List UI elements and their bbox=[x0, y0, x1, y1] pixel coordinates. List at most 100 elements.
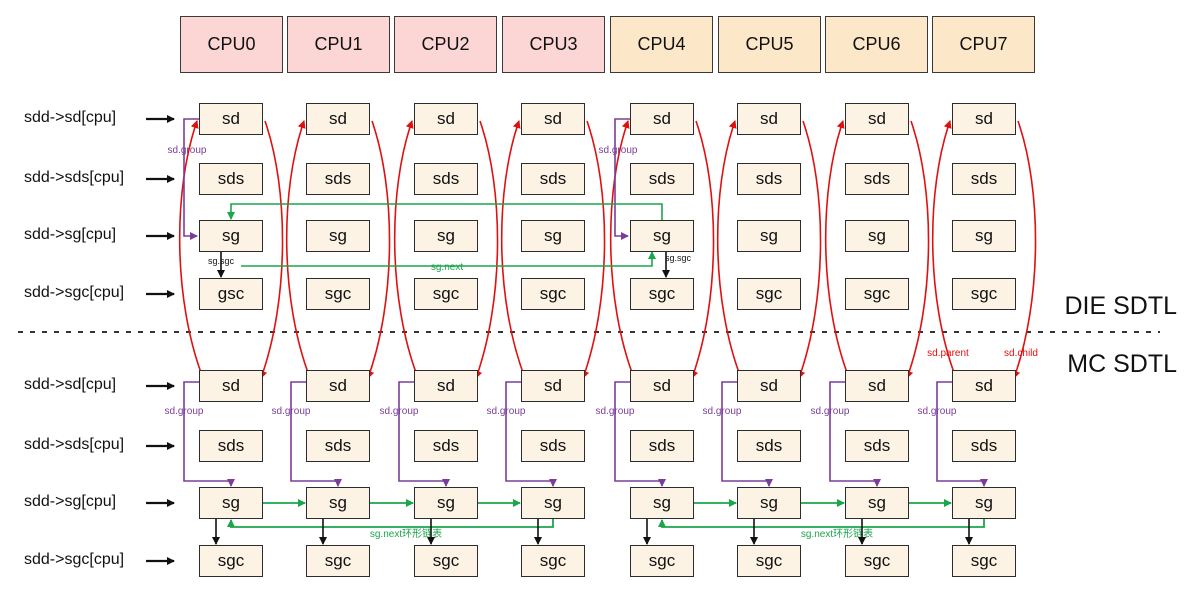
die-sd-cell-cpu1: sd bbox=[306, 103, 370, 135]
die-sg-cell-cpu5: sg bbox=[737, 220, 801, 252]
mc-sd-cell-cpu1: sd bbox=[306, 370, 370, 402]
mc-sd-group-label-cpu5: sd.group bbox=[703, 406, 742, 417]
mc-sd-cell-cpu0: sd bbox=[199, 370, 263, 402]
mc-sgc-cell-cpu0: sgc bbox=[199, 545, 263, 577]
sd-child-arrow-cpu5 bbox=[797, 120, 822, 379]
mc-sd-group-label-cpu4: sd.group bbox=[596, 406, 635, 417]
mc-sd-cell-cpu3: sd bbox=[521, 370, 585, 402]
sd-child-arrow-cpu7 bbox=[1012, 120, 1037, 379]
sd-child-arrow-cpu2 bbox=[474, 120, 499, 379]
die-sg-next-label: sg.next bbox=[431, 262, 463, 273]
mc-sg-cell-cpu7: sg bbox=[952, 487, 1016, 519]
mc-sg-cell-cpu3: sg bbox=[521, 487, 585, 519]
die-sgc-cell-cpu4: sgc bbox=[630, 278, 694, 310]
die-sg-sgc-label-cpu4: sg.sgc bbox=[665, 253, 692, 263]
mc-sg-cell-cpu2: sg bbox=[414, 487, 478, 519]
die-row-label-3: sdd->sgc[cpu] bbox=[24, 284, 125, 301]
die-sd-cell-cpu7: sd bbox=[952, 103, 1016, 135]
die-sds-cell-cpu3: sds bbox=[521, 163, 585, 195]
sd-parent-arrow-cpu6 bbox=[824, 120, 850, 379]
die-sd-cell-cpu0: sd bbox=[199, 103, 263, 135]
mc-sd-group-link-cpu4 bbox=[614, 381, 666, 487]
sd-child-label: sd.child bbox=[1004, 348, 1038, 359]
die-sd-group-link-cpu4 bbox=[614, 118, 630, 240]
mc-sgc-cell-cpu4: sgc bbox=[630, 545, 694, 577]
die-row-label-1: sdd->sds[cpu] bbox=[24, 169, 125, 186]
die-sdtl-title: DIE SDTL bbox=[1064, 292, 1177, 320]
die-sds-cell-cpu7: sds bbox=[952, 163, 1016, 195]
sd-parent-arrow-cpu2 bbox=[393, 120, 419, 379]
mc-sg-next-ring-b bbox=[658, 519, 985, 528]
mc-sd-group-link-cpu0 bbox=[183, 381, 235, 487]
mc-row-label-0: sdd->sd[cpu] bbox=[24, 376, 117, 393]
die-sg-cell-cpu4: sg bbox=[630, 220, 694, 252]
mc-sg-cell-cpu0: sg bbox=[199, 487, 263, 519]
die-sd-group-label-cpu4: sd.group bbox=[599, 145, 638, 156]
sd-child-arrow-cpu0 bbox=[259, 120, 284, 379]
die-sg-cell-cpu2: sg bbox=[414, 220, 478, 252]
sd-parent-arrow-cpu4 bbox=[609, 120, 635, 379]
die-sgc-cell-cpu3: sgc bbox=[521, 278, 585, 310]
die-sgc-cell-cpu5: sgc bbox=[737, 278, 801, 310]
die-sds-cell-cpu1: sds bbox=[306, 163, 370, 195]
die-sd-cell-cpu2: sd bbox=[414, 103, 478, 135]
die-sd-cell-cpu3: sd bbox=[521, 103, 585, 135]
die-sg-cell-cpu7: sg bbox=[952, 220, 1016, 252]
mc-sg-cell-cpu1: sg bbox=[306, 487, 370, 519]
die-sgc-cell-cpu1: sgc bbox=[306, 278, 370, 310]
die-row-label-0: sdd->sd[cpu] bbox=[24, 109, 117, 126]
sd-parent-arrow-cpu1 bbox=[285, 120, 311, 379]
die-sgc-cell-cpu6: sgc bbox=[845, 278, 909, 310]
mc-sgc-cell-cpu5: sgc bbox=[737, 545, 801, 577]
mc-sds-cell-cpu7: sds bbox=[952, 430, 1016, 462]
sd-child-arrow-cpu4 bbox=[690, 120, 715, 379]
die-sds-cell-cpu6: sds bbox=[845, 163, 909, 195]
cpu-header-7: CPU7 bbox=[932, 16, 1035, 73]
mc-sd-group-link-cpu2 bbox=[398, 381, 450, 487]
die-sg-cell-cpu0: sg bbox=[199, 220, 263, 252]
cpu-header-5: CPU5 bbox=[718, 16, 821, 73]
mc-sgc-cell-cpu3: sgc bbox=[521, 545, 585, 577]
die-sd-cell-cpu5: sd bbox=[737, 103, 801, 135]
mc-sgc-cell-cpu2: sgc bbox=[414, 545, 478, 577]
die-sgc-cell-cpu2: sgc bbox=[414, 278, 478, 310]
mc-sds-cell-cpu2: sds bbox=[414, 430, 478, 462]
mc-sds-cell-cpu6: sds bbox=[845, 430, 909, 462]
die-sds-cell-cpu4: sds bbox=[630, 163, 694, 195]
mc-sd-cell-cpu5: sd bbox=[737, 370, 801, 402]
cpu-header-6: CPU6 bbox=[825, 16, 928, 73]
cpu-header-3: CPU3 bbox=[502, 16, 605, 73]
mc-sd-group-label-cpu3: sd.group bbox=[487, 406, 526, 417]
die-row-label-2: sdd->sg[cpu] bbox=[24, 226, 117, 243]
mc-sgc-cell-cpu7: sgc bbox=[952, 545, 1016, 577]
die-sg-cell-cpu6: sg bbox=[845, 220, 909, 252]
mc-sd-group-link-cpu5 bbox=[721, 381, 773, 487]
mc-sds-cell-cpu1: sds bbox=[306, 430, 370, 462]
mc-sds-cell-cpu0: sds bbox=[199, 430, 263, 462]
mc-sd-group-label-cpu1: sd.group bbox=[272, 406, 311, 417]
die-sds-cell-cpu0: sds bbox=[199, 163, 263, 195]
cpu-header-4: CPU4 bbox=[610, 16, 713, 73]
sd-parent-arrow-cpu7 bbox=[931, 120, 957, 379]
mc-sd-group-link-cpu1 bbox=[290, 381, 342, 487]
mc-sgc-cell-cpu1: sgc bbox=[306, 545, 370, 577]
mc-sd-cell-cpu6: sd bbox=[845, 370, 909, 402]
sd-parent-label: sd.parent bbox=[927, 348, 969, 359]
mc-sd-cell-cpu2: sd bbox=[414, 370, 478, 402]
cpu-header-0: CPU0 bbox=[180, 16, 283, 73]
mc-sg-cell-cpu5: sg bbox=[737, 487, 801, 519]
mc-sd-cell-cpu7: sd bbox=[952, 370, 1016, 402]
mc-sd-group-label-cpu6: sd.group bbox=[811, 406, 850, 417]
die-sg-sgc-label-cpu0: sg.sgc bbox=[208, 256, 235, 266]
mc-sd-group-link-cpu7 bbox=[936, 381, 988, 487]
mc-sg-next-ring-a bbox=[227, 519, 554, 528]
mc-row-label-3: sdd->sgc[cpu] bbox=[24, 551, 125, 568]
mc-sgc-cell-cpu6: sgc bbox=[845, 545, 909, 577]
die-sd-group-label-cpu0: sd.group bbox=[168, 145, 207, 156]
die-gsc-cell-cpu0: gsc bbox=[199, 278, 263, 310]
die-sds-cell-cpu2: sds bbox=[414, 163, 478, 195]
mc-sd-group-label-cpu2: sd.group bbox=[380, 406, 419, 417]
mc-sds-cell-cpu3: sds bbox=[521, 430, 585, 462]
